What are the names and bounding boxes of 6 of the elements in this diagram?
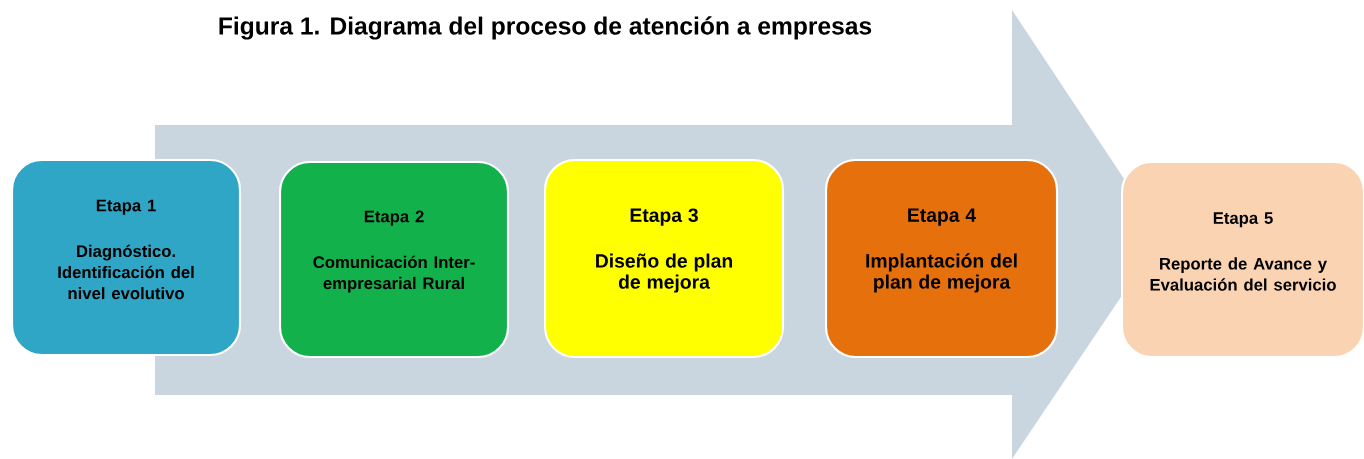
stage-box: Etapa 5 Reporte de Avance y Evaluación del servicio: [1120, 160, 1364, 359]
stage-box: Etapa 2 Comunicación Inter-empresarial Rural: [279, 160, 510, 359]
stage-box: Etapa 3 Diseño de plan de mejora: [544, 158, 785, 359]
figure-title: Figura 1. Diagrama del proceso de atención a empresas: [219, 16, 872, 40]
stage-box: Etapa 4 Implantación del plan de mejora: [824, 158, 1059, 359]
stage-box: Etapa 1 Diagnóstico. Identificación del nivel evolutivo: [11, 158, 242, 357]
